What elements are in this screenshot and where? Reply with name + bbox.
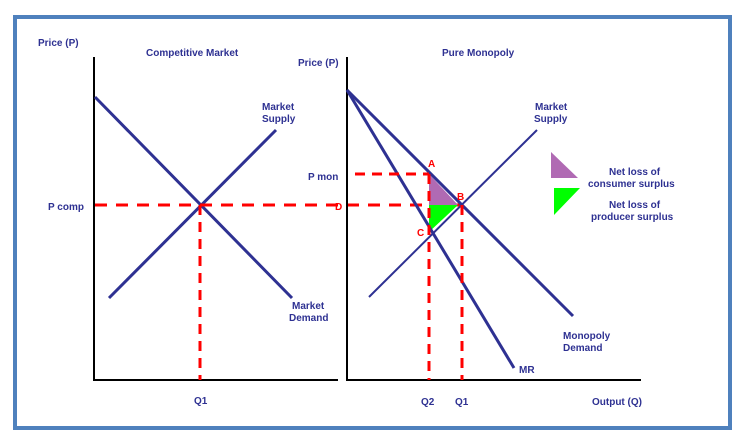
right-supply-label-line1: Market [535,102,568,113]
producer-surplus-legend-swatch [554,188,580,215]
left-supply-label-line2: Supply [262,114,296,125]
legend-consumer-line1: Net loss of [609,167,661,178]
market-demand-curve [93,95,294,300]
legend: Net loss of consumer surplus Net loss of… [551,152,675,223]
right-market-supply-curve [368,129,538,298]
output-axis-label: Output (Q) [592,397,642,408]
monopoly-demand-label-line1: Monopoly [563,331,611,342]
q2-label: Q2 [421,397,435,408]
point-d-label: D [335,202,342,213]
monopoly-demand-label-line2: Demand [563,343,602,354]
left-panel-title: Competitive Market [146,48,239,59]
right-supply-label-line2: Supply [534,114,568,125]
p-mon-label: P mon [308,172,338,183]
monopoly-demand-curve [345,88,575,318]
legend-producer-line1: Net loss of [609,200,661,211]
left-demand-label-line1: Market [292,301,325,312]
consumer-surplus-legend-swatch [551,152,578,178]
consumer-surplus-loss-area [429,174,458,205]
market-supply-curve [107,128,278,300]
left-demand-label-line2: Demand [289,313,328,324]
legend-consumer-line2: consumer surplus [588,179,675,190]
point-c-label: C [417,228,424,239]
point-a-label: A [428,159,435,170]
left-y-axis-label: Price (P) [38,38,79,49]
diagram-frame [13,15,732,430]
producer-surplus-loss-area [429,205,458,232]
pure-monopoly-panel: Pure Monopoly Price (P) A B C D P mon Ma… [298,48,642,408]
right-q1-label: Q1 [455,397,469,408]
left-q1-label: Q1 [194,396,208,407]
mr-label: MR [519,365,535,376]
left-supply-label-line1: Market [262,102,295,113]
point-b-label: B [457,192,464,203]
right-panel-title: Pure Monopoly [442,48,515,59]
competitive-market-panel: Price (P) Competitive Market Market Supp… [38,38,338,407]
right-y-axis-label: Price (P) [298,58,339,69]
p-comp-label: P comp [48,202,84,213]
legend-producer-line2: producer surplus [591,212,674,223]
